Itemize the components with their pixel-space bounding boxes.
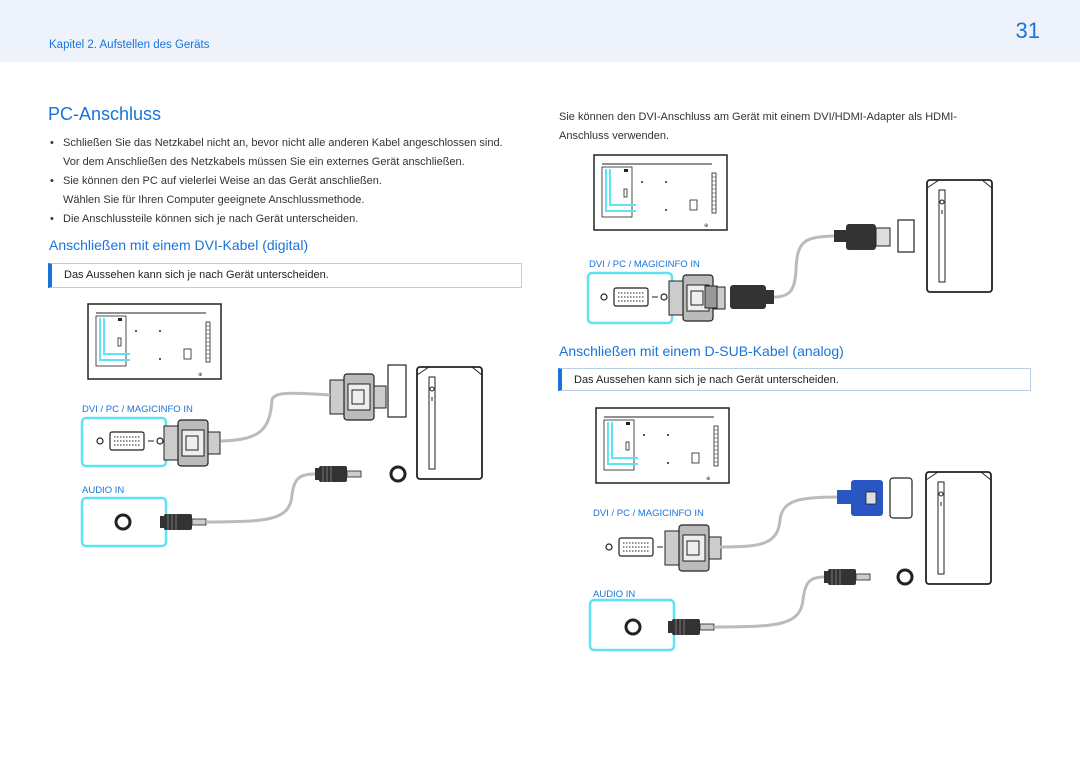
dvi-port-icon (96, 431, 164, 451)
pc-audio-jack-icon (389, 465, 407, 483)
audio-jack-icon (114, 513, 132, 531)
audio-port-highlight (588, 598, 676, 652)
pc-tower-icon (925, 471, 992, 585)
dvi-plug-icon (664, 524, 722, 572)
dvi-port-label: DVI / PC / MAGICINFO IN (593, 508, 704, 519)
bullet-item: Die Anschlussteile können sich je nach G… (50, 210, 530, 229)
pc-vga-port-icon (889, 477, 913, 519)
dvi-hdmi-adapter-icon (668, 274, 774, 322)
audio-plug-icon (314, 465, 362, 483)
pc-tower-icon (926, 179, 993, 293)
vga-plug-icon (837, 480, 883, 516)
audio-plug-icon (159, 513, 207, 531)
dsub-note: Das Aussehen kann sich je nach Gerät unt… (558, 368, 1031, 391)
dvi-cable (220, 391, 331, 443)
dvi-note: Das Aussehen kann sich je nach Gerät unt… (48, 263, 522, 288)
pc-tower-icon (416, 366, 483, 480)
audio-cable (713, 575, 825, 629)
hdmi-paragraph-line: Anschluss verwenden. (559, 130, 670, 142)
audio-jack-icon (624, 618, 642, 636)
hdmi-paragraph-line: Sie können den DVI-Anschluss am Gerät mi… (559, 111, 957, 123)
bullet-list: Schließen Sie das Netzkabel nicht an, be… (50, 134, 530, 229)
hdmi-plug-icon (834, 224, 891, 250)
pc-dvi-port-icon (387, 364, 407, 418)
monitor-panel (87, 303, 222, 380)
hdmi-paragraph: Sie können den DVI-Anschluss am Gerät mi… (559, 108, 957, 146)
dvi-port-label: DVI / PC / MAGICINFO IN (589, 259, 700, 270)
dvi-port-icon (605, 537, 673, 557)
chapter-title: Kapitel 2. Aufstellen des Geräts (49, 39, 210, 51)
audio-port-label: AUDIO IN (82, 485, 125, 496)
dvi-plug-icon (163, 419, 221, 467)
section-title: PC-Anschluss (48, 104, 162, 124)
bullet-item: Schließen Sie das Netzkabel nicht an, be… (50, 134, 530, 153)
monitor-panel (593, 154, 728, 231)
hdmi-cable (773, 234, 835, 299)
dvi-heading: Anschließen mit einem DVI-Kabel (digital… (49, 237, 309, 253)
monitor-panel (595, 407, 730, 484)
page-header: Kapitel 2. Aufstellen des Geräts 31 (0, 0, 1080, 62)
audio-port-highlight (80, 496, 168, 548)
dvi-port-icon (600, 287, 668, 307)
dvi-plug-icon (329, 373, 387, 421)
bullet-continuation: Vor dem Anschließen des Netzkabels müsse… (63, 156, 465, 168)
audio-plug-icon (823, 568, 871, 586)
dsub-cable (719, 495, 838, 549)
audio-plug-icon (667, 618, 715, 636)
dvi-port-label: DVI / PC / MAGICINFO IN (82, 404, 193, 415)
audio-port-label: AUDIO IN (593, 589, 636, 600)
page-number: 31 (1015, 18, 1040, 43)
audio-cable (205, 472, 316, 524)
bullet-item: Sie können den PC auf vielerlei Weise an… (50, 172, 530, 191)
dsub-heading: Anschließen mit einem D-SUB-Kabel (analo… (559, 343, 844, 359)
pc-audio-jack-icon (896, 568, 914, 586)
bullet-continuation: Wählen Sie für Ihren Computer geeignete … (63, 194, 365, 206)
pc-hdmi-port-icon (897, 219, 915, 253)
